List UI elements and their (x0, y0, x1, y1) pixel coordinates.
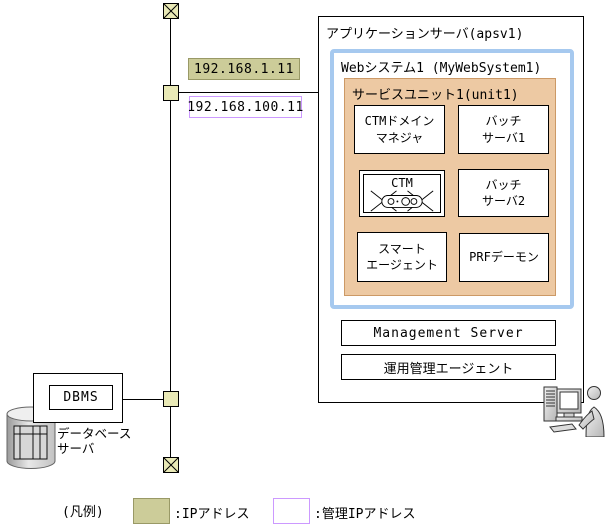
component-ctm: CTM (359, 170, 445, 217)
network-backbone-line (170, 19, 171, 457)
component-batch-server-2: バッチ サーバ2 (458, 169, 549, 217)
operation-management-agent-box: 運用管理エージェント (341, 354, 556, 380)
app-server-box: アプリケーションサーバ(apsv1) Webシステム1 (MyWebSystem… (318, 16, 584, 403)
app-server-title: アプリケーションサーバ(apsv1) (326, 27, 524, 42)
mgmt-ip-address-label: 192.168.100.11 (187, 96, 303, 118)
network-endpoint-bottom-icon (163, 457, 179, 473)
legend-title: (凡例) (62, 505, 104, 520)
legend-mgmt-ip-swatch-icon (273, 498, 310, 524)
network-node-lower-icon (163, 391, 179, 407)
web-system-box: Webシステム1 (MyWebSystem1) サービスユニット1(unit1)… (330, 49, 574, 309)
link-to-app-server-line (179, 92, 318, 93)
network-endpoint-top-icon (163, 3, 179, 19)
network-node-upper-icon (163, 85, 179, 101)
legend-ip-label: :IPアドレス (174, 507, 250, 522)
database-server-label: データベース サーバ (57, 426, 132, 456)
component-ctm-domain-manager: CTMドメイン マネジャ (354, 105, 445, 154)
service-unit-box: サービスユニット1(unit1) CTMドメイン マネジャ バッチ サーバ1 C… (344, 78, 556, 296)
ip-address-label: 192.168.1.11 (188, 58, 300, 80)
dbms-box: DBMS (33, 373, 123, 423)
link-to-db-server-line (123, 399, 164, 400)
dbms-inner-box: DBMS (49, 385, 113, 410)
component-batch-server-1: バッチ サーバ1 (458, 105, 549, 154)
component-prf-daemon: PRFデーモン (459, 233, 549, 282)
legend-ip-swatch-icon (133, 498, 170, 524)
management-server-box: Management Server (341, 320, 556, 346)
service-unit-title: サービスユニット1(unit1) (352, 88, 519, 103)
operator-terminal-icon (543, 386, 605, 437)
component-smart-agent: スマート エージェント (357, 232, 447, 282)
web-system-title: Webシステム1 (MyWebSystem1) (341, 61, 542, 76)
ctm-label: CTM (391, 176, 413, 190)
legend-mgmt-ip-label: :管理IPアドレス (314, 507, 416, 522)
ctm-queue-icon (370, 190, 434, 212)
